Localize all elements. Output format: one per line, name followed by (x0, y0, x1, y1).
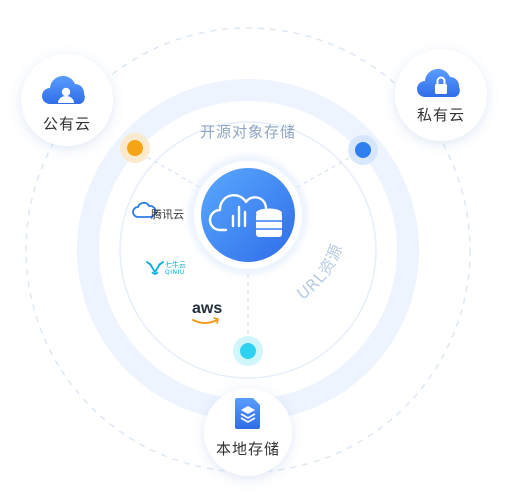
connector-right (247, 149, 364, 216)
qiniu-logo (146, 261, 164, 275)
tencent-cloud-logo (132, 201, 157, 218)
qiniu-text-en: QINIU (165, 269, 185, 276)
lock-cloud-icon (417, 68, 460, 97)
inner-ring (119, 121, 377, 379)
local-storage-node (204, 388, 292, 476)
qiniu-text-cn: 七牛云 (165, 261, 186, 269)
cloud-database-icon (208, 194, 268, 232)
public-cloud-node (21, 54, 113, 146)
tencent-cloud-text: 腾讯云 (151, 208, 184, 221)
local-storage-label: 本地存储 (215, 440, 280, 458)
database-icon (256, 208, 282, 237)
center-blue-disc (201, 168, 295, 262)
aws-text: aws (192, 300, 223, 317)
orange-dot (120, 133, 150, 163)
private-cloud-label: 私有云 (416, 106, 465, 124)
connector-left (134, 149, 249, 216)
center-title: 开源对象存储 (199, 123, 296, 141)
layers-document-icon (235, 398, 260, 429)
cyan-dot (233, 336, 263, 366)
private-cloud-node (395, 49, 487, 141)
public-cloud-label: 公有云 (42, 115, 91, 133)
aws-logo (192, 317, 219, 324)
center-storage-node (188, 155, 308, 275)
user-cloud-icon (42, 75, 85, 104)
url-resource-arc-text: URL资源 (293, 241, 346, 304)
blue-dot (348, 135, 378, 165)
